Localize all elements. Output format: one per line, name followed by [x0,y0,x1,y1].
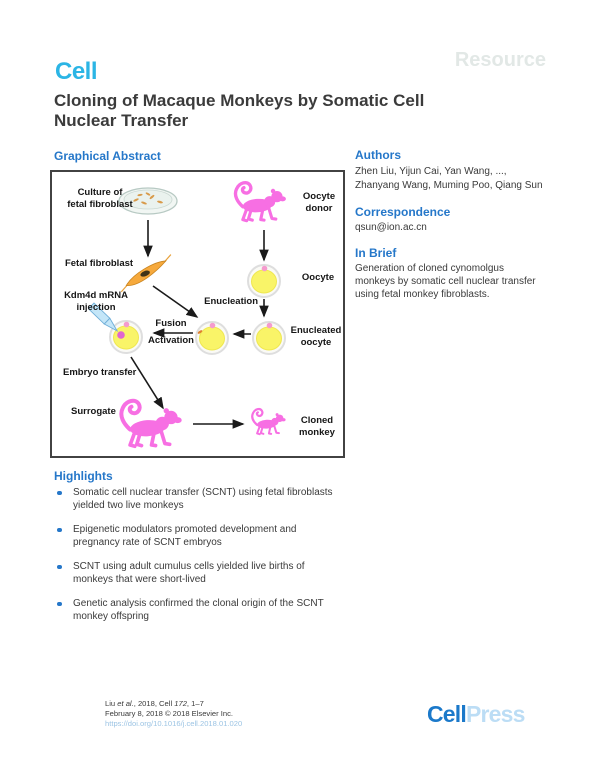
journal-logo: Cell [55,58,98,85]
article-type-label: Resource [454,49,546,71]
flow-arrows [130,220,269,429]
highlights-heading: Highlights [54,469,113,483]
correspondence-email-link[interactable]: qsun@ion.ac.cn [355,222,427,233]
correspondence-heading: Correspondence [355,205,451,219]
highlight-item: Somatic cell nuclear transfer (SCNT) usi… [54,487,374,512]
fibroblast-icon [120,254,172,293]
citation-line: Liu et al., 2018, Cell 172, 1–7 [105,699,204,708]
graphical-abstract-figure: Culture of fetal fibroblast Oocyte donor… [50,170,345,458]
citation-block: Liu et al., 2018, Cell 172, 1–7 February… [105,699,242,729]
label-activation: Activation [148,335,194,346]
label-enucleation: Enucleation [204,296,258,307]
cellpress-logo-cell: Cell [427,701,467,727]
bullet-icon [57,601,62,606]
citation-date-line: February 8, 2018 © 2018 Elsevier Inc. [105,709,234,718]
label-oocyte-donor: Oocyte donor [302,191,336,214]
cloned-monkey-icon [251,407,287,436]
needle-icon [87,302,119,333]
bullet-icon [57,490,62,495]
in-brief-heading: In Brief [355,246,397,260]
highlight-item: Epigenetic modulators promoted developme… [54,524,374,549]
label-embryo-transfer: Embryo transfer [63,367,137,378]
highlight-text: Genetic analysis confirmed the clonal or… [73,598,324,622]
label-fusion: Fusion [155,318,187,329]
highlight-item: SCNT using adult cumulus cells yielded l… [54,561,374,586]
label-fetal-fibroblast: Fetal fibroblast [64,258,134,269]
label-culture: Culture of fetal fibroblast [67,187,133,210]
highlight-text: SCNT using adult cumulus cells yielded l… [73,561,305,585]
bullet-icon [57,564,62,569]
label-surrogate: Surrogate [71,406,116,417]
petri-dish-icon [118,187,178,215]
authors-names: Zhen Liu, Yijun Cai, Yan Wang, ..., Zhan… [355,166,543,191]
doi-link[interactable]: https://doi.org/10.1016/j.cell.2018.01.0… [105,719,243,728]
label-kdm4d-injection: Kdm4d mRNA injection [64,290,128,313]
highlight-text: Epigenetic modulators promoted developme… [73,524,297,548]
cellpress-logo-press: Press [465,701,525,727]
label-oocyte: Oocyte [301,272,335,283]
bullet-icon [57,527,62,532]
page-title: Cloning of Macaque Monkeys by Somatic Ce… [54,91,425,130]
enucleated-oocyte-icon [252,321,286,355]
injected-oocyte-icon [109,320,143,354]
diagram-canvas [87,180,288,452]
fused-oocyte-icon [195,321,229,355]
in-brief-text: Generation of cloned cynomolgus monkeys … [355,263,536,300]
label-enucleated-oocyte: Enucleated oocyte [290,325,342,348]
cellpress-logo: CellPress [427,701,525,728]
highlight-text: Somatic cell nuclear transfer (SCNT) usi… [73,487,333,511]
authors-heading: Authors [355,148,401,162]
highlights-list: Somatic cell nuclear transfer (SCNT) usi… [54,487,374,635]
highlight-item: Genetic analysis confirmed the clonal or… [54,598,374,623]
label-cloned-monkey: Cloned monkey [299,415,335,438]
oocyte-icon [247,264,281,298]
graphical-abstract-heading: Graphical Abstract [54,149,161,163]
oocyte-donor-monkey-icon [233,180,288,223]
